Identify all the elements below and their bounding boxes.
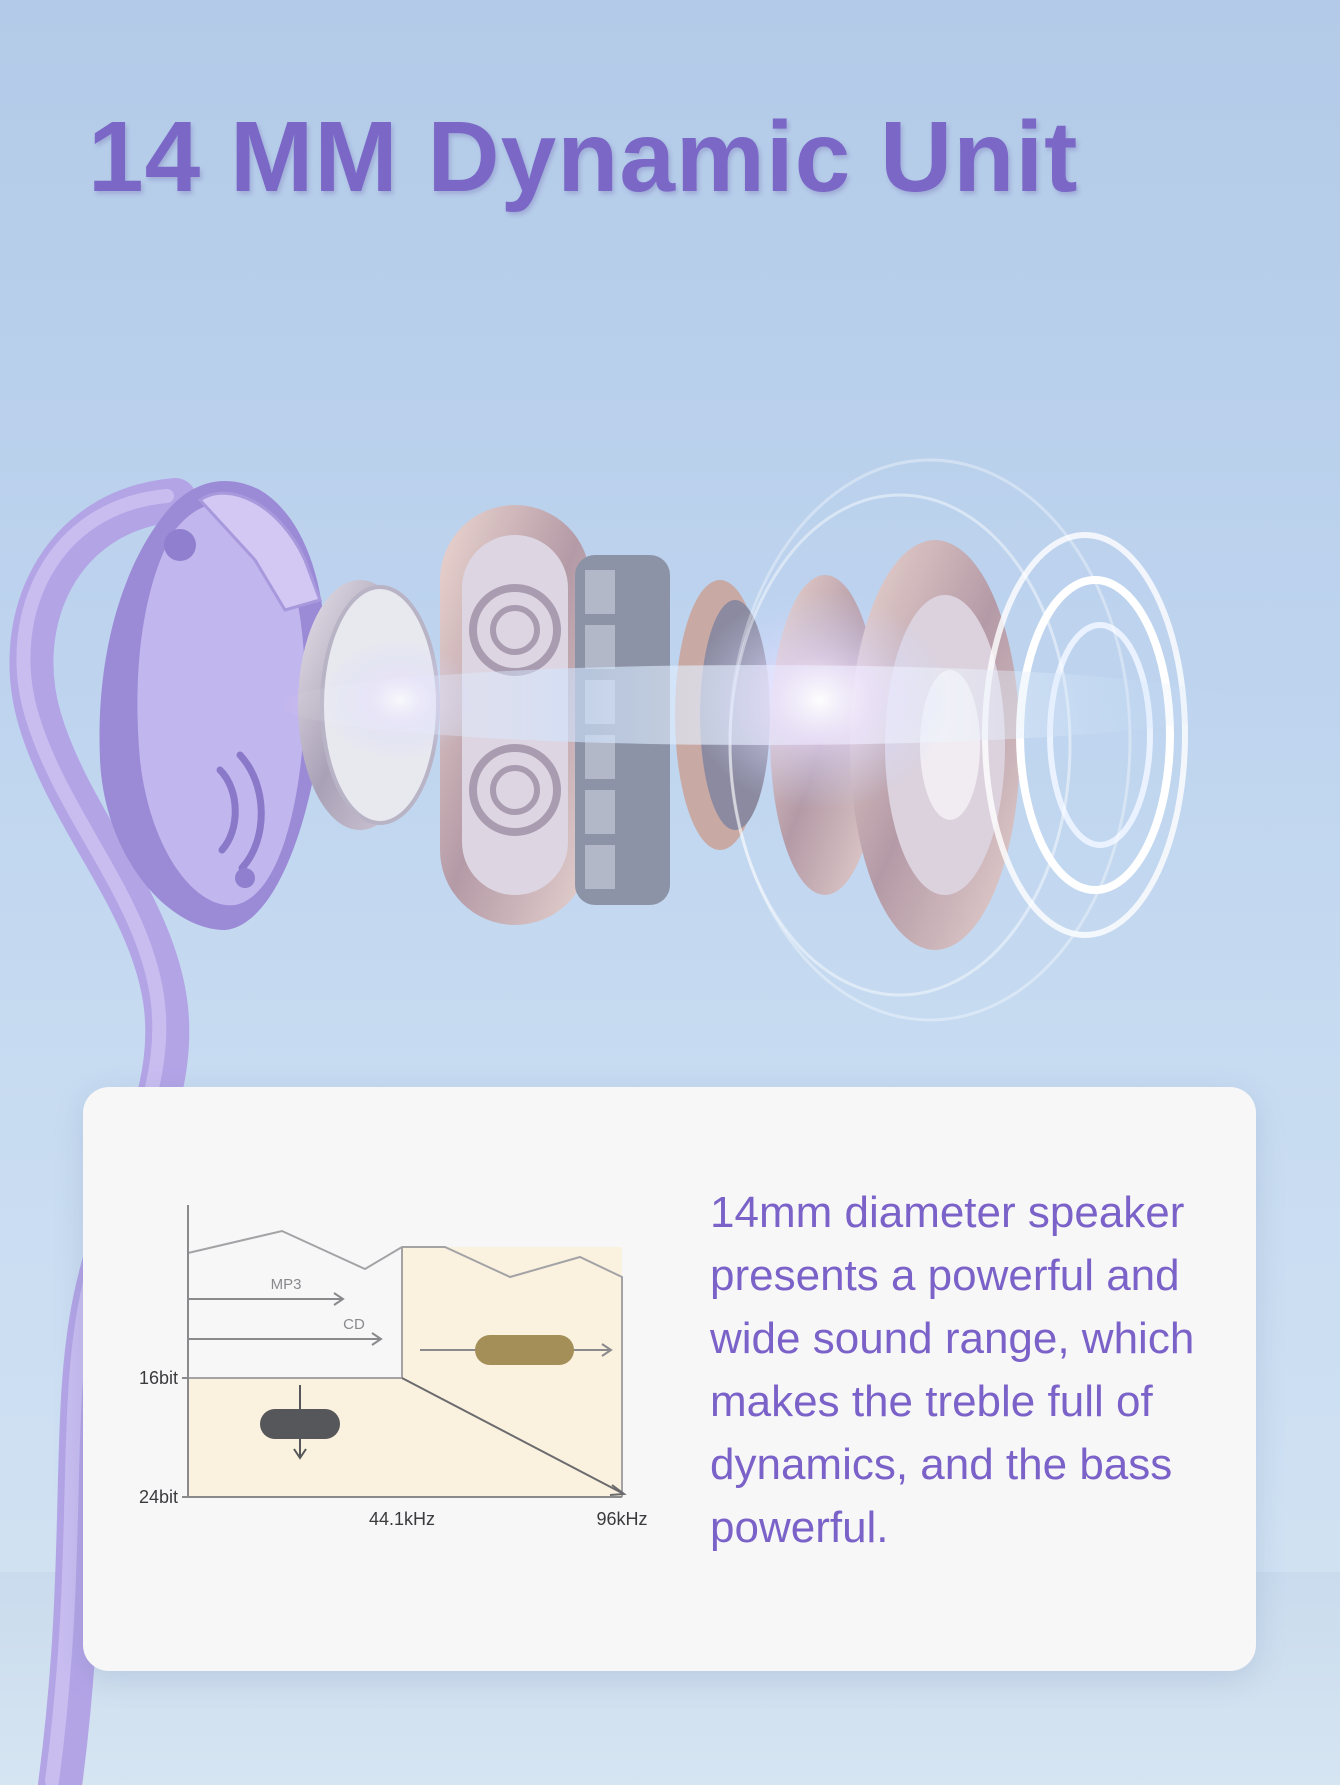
- energy-beam: [280, 590, 1240, 810]
- page-title: 14 MM Dynamic Unit: [88, 101, 1079, 213]
- depth-pill: [260, 1409, 340, 1439]
- hires-pill: [475, 1335, 574, 1365]
- feature-description: 14mm diameter speaker presents a powerfu…: [710, 1188, 1195, 1552]
- hires-arrowhead: [601, 1343, 613, 1357]
- x-label-96k: 96kHz: [596, 1509, 647, 1529]
- y-label-16bit: 16bit: [139, 1368, 178, 1388]
- cd-arrowhead: [371, 1332, 383, 1346]
- mp3-arrowhead: [333, 1292, 345, 1306]
- resolution-graph: MP3 CD 16bit 24bit 44.1kHz 96kHz: [139, 1205, 648, 1529]
- cd-label: CD: [343, 1316, 365, 1333]
- depth-arrowhead: [293, 1448, 307, 1460]
- diagonal-line: [401, 1377, 623, 1494]
- response-line: [187, 1229, 623, 1497]
- earphone-housing: [99, 481, 326, 930]
- driver-exploded-illustration: [9, 458, 1240, 1785]
- y-label-24bit: 24bit: [139, 1487, 178, 1507]
- hires-region-top: [402, 1247, 622, 1497]
- earhook-cable: [9, 478, 197, 1785]
- x-label-44k: 44.1kHz: [369, 1509, 435, 1529]
- diagonal-arrowhead: [609, 1484, 627, 1496]
- mp3-label: MP3: [271, 1276, 302, 1293]
